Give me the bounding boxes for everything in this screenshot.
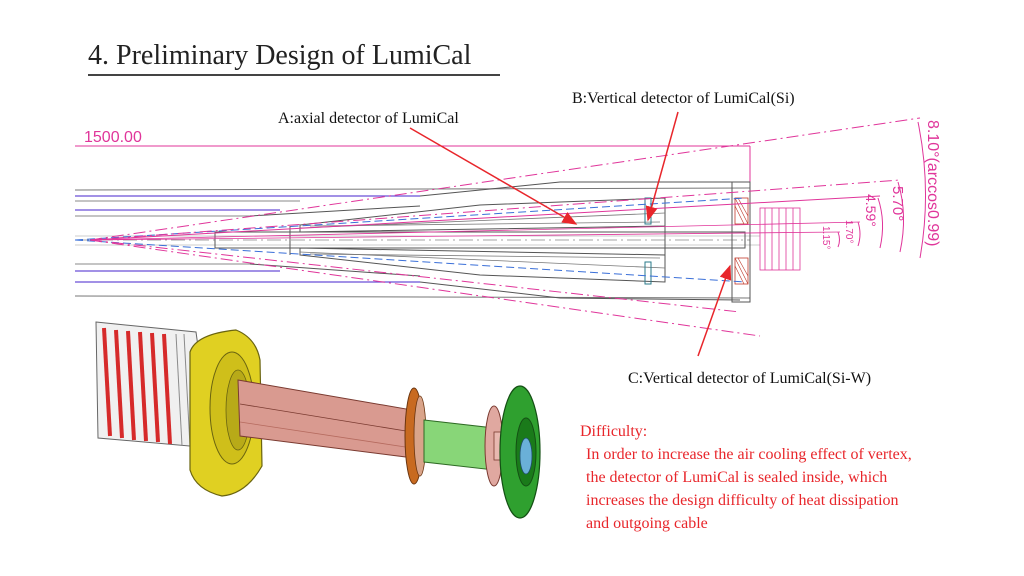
arrow-vertical-siw [697, 264, 732, 357]
arrow-axial-detector [409, 127, 578, 225]
cad-cross-section [74, 117, 926, 337]
difficulty-line: increases the design difficulty of heat … [586, 492, 899, 509]
difficulty-line: In order to increase the air cooling eff… [586, 446, 912, 463]
angle-1-70: 1.70° [843, 220, 854, 243]
label-vertical-detector-si: B:Vertical detector of LumiCal(Si) [572, 90, 795, 107]
title-underline [88, 74, 500, 76]
difficulty-line: and outgoing cable [586, 515, 708, 532]
angle-4-59: 4.59° [863, 194, 879, 227]
label-vertical-detector-siw: C:Vertical detector of LumiCal(Si-W) [628, 370, 872, 387]
arrow-vertical-si [645, 111, 679, 222]
difficulty-heading: Difficulty: [580, 423, 648, 440]
page-title: 4. Preliminary Design of LumiCal [88, 40, 472, 71]
angle-5-70: 5.70° [889, 186, 906, 221]
angle-8-10: 8.10°(arccos0.99) [924, 120, 941, 246]
angle-1-15: 1.15° [820, 226, 831, 249]
lumical-3d-model [95, 321, 541, 519]
difficulty-line: the detector of LumiCal is sealed inside… [586, 469, 888, 486]
label-axial-detector: A:axial detector of LumiCal [278, 110, 459, 127]
difficulty-note: Difficulty: In order to increase the air… [580, 420, 912, 535]
length-dimension: 1500.00 [84, 129, 142, 146]
